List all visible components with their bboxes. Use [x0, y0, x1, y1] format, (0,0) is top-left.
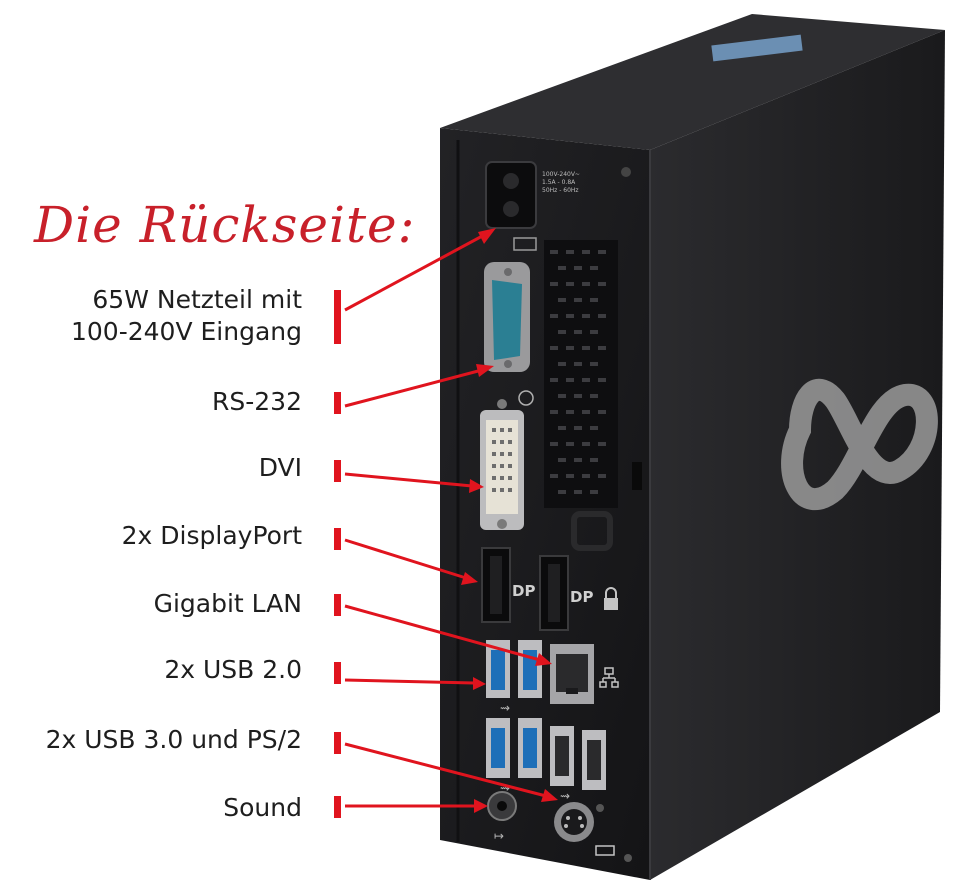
chassis-top — [440, 14, 945, 150]
power-spec-2: 1.5A - 0.8A — [542, 179, 576, 186]
page-title: Die Rückseite: — [34, 196, 416, 254]
marker-bar-psu — [334, 290, 341, 344]
side-latch — [632, 462, 642, 490]
keyboard-icon — [595, 845, 615, 856]
usb-bottom-4 — [582, 730, 606, 790]
label-rs232: RS-232 — [212, 387, 302, 416]
ps2-port — [554, 802, 594, 842]
usb-symbol-icon-1: ⇝ — [500, 701, 510, 715]
marker-bar-rs232 — [334, 392, 341, 414]
label-sound: Sound — [223, 793, 302, 822]
usb-bottom-1 — [486, 718, 510, 778]
marker-bar-lan — [334, 594, 341, 616]
fujitsu-logo-icon — [781, 378, 938, 511]
label-usb2: 2x USB 2.0 — [164, 655, 302, 684]
audio-jack — [487, 791, 517, 821]
power-inlet: 100V-240V~ 1.5A - 0.8A 50Hz - 60Hz — [485, 161, 580, 229]
lock-bracket — [571, 511, 613, 551]
label-psu-line1: 65W Netzteil mit — [92, 285, 302, 314]
usb-bottom-3 — [550, 726, 574, 786]
top-sticker — [711, 34, 803, 62]
rs232-port — [484, 262, 530, 372]
label-usb3-ps2: 2x USB 3.0 und PS/2 — [45, 725, 302, 754]
serial-port-icon — [513, 237, 537, 251]
dp-left-marking: DP — [512, 582, 535, 600]
network-icon — [599, 667, 619, 688]
marker-bar-displayport — [334, 528, 341, 550]
usb-symbol-icon-2: ⇝ — [500, 781, 510, 795]
vent-grille — [544, 240, 618, 508]
dvi-port — [480, 399, 524, 530]
usb-bottom-2 — [518, 718, 542, 778]
marker-bar-usb2 — [334, 662, 341, 684]
audio-out-icon: ↦ — [494, 829, 504, 843]
annotation-arrows — [344, 228, 558, 813]
marker-bar-dvi — [334, 460, 341, 482]
usb-top-2 — [518, 640, 542, 698]
label-displayport: 2x DisplayPort — [121, 521, 302, 550]
lock-icon — [604, 587, 618, 610]
usb-symbol-icon-3: ⇝ — [560, 789, 570, 803]
marker-bar-sound — [334, 796, 341, 818]
label-lan: Gigabit LAN — [153, 589, 302, 618]
marker-bar-usb3-ps2 — [334, 732, 341, 754]
dp-right-marking: DP — [570, 588, 593, 606]
monitor-icon — [518, 390, 534, 406]
displayport-left: DP — [481, 547, 535, 623]
lan-port — [550, 644, 594, 704]
power-spec-1: 100V-240V~ — [542, 171, 580, 178]
power-spec-3: 50Hz - 60Hz — [542, 187, 579, 194]
displayport-right: DP — [539, 555, 593, 631]
label-dvi: DVI — [258, 453, 302, 482]
label-psu-line2: 100-240V Eingang — [71, 317, 302, 346]
